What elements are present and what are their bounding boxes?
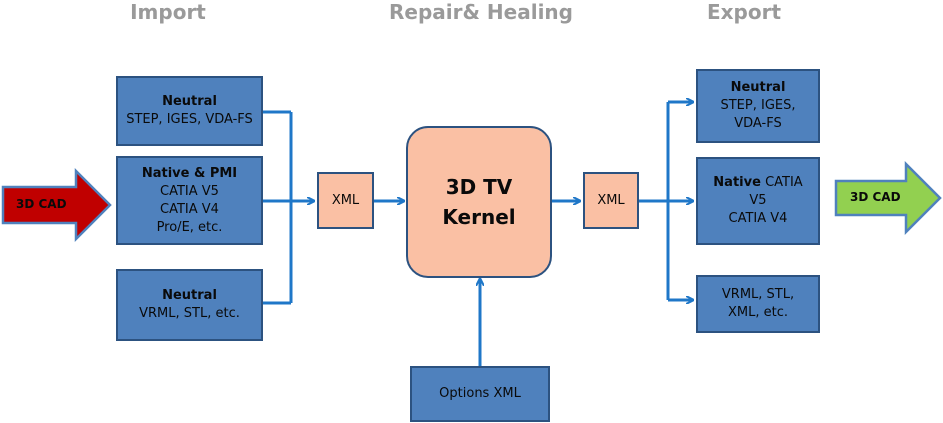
export-native-title: Native <box>713 175 761 190</box>
export-neutral-title: Neutral <box>730 80 786 95</box>
export-bus <box>638 102 693 300</box>
import-neutral-box: Neutral STEP, IGES, VDA-FS <box>116 76 263 146</box>
export-native-box: Native CATIA V5 CATIA V4 <box>696 157 820 245</box>
kernel-box: 3D TV Kernel <box>406 126 552 278</box>
export-other-box: VRML, STL, XML, etc. <box>696 275 820 333</box>
import-neutral2-title: Neutral <box>162 288 217 303</box>
import-native-line-2: CATIA V4 <box>160 201 219 217</box>
repair-header: Repair& Healing <box>389 0 573 24</box>
export-neutral-formats: STEP, IGES, VDA-FS <box>720 98 796 131</box>
import-native-line-3: Pro/E, etc. <box>156 219 223 235</box>
import-header: Import <box>130 0 206 24</box>
import-native-line-1: CATIA V5 <box>160 183 219 199</box>
import-neutral-title: Neutral <box>162 94 217 109</box>
import-bus <box>262 110 580 366</box>
import-neutral2-box: Neutral VRML, STL, etc. <box>116 269 263 341</box>
input-arrow <box>1 167 112 243</box>
kernel-line-2: Kernel <box>442 205 516 229</box>
import-neutral2-formats: VRML, STL, etc. <box>139 306 240 321</box>
import-native-box: Native & PMI CATIA V5 CATIA V4 Pro/E, et… <box>116 156 263 245</box>
export-native-line-1: Native CATIA V5 <box>698 174 818 210</box>
export-other-formats: VRML, STL, XML, etc. <box>721 287 795 320</box>
options-xml-box: Options XML <box>410 366 550 422</box>
export-native-format: CATIA V5 <box>749 175 803 208</box>
xml-input-box: XML <box>317 172 374 229</box>
kernel-line-1: 3D TV <box>445 175 513 199</box>
import-native-title: Native & PMI <box>141 165 238 181</box>
export-neutral-box: Neutral STEP, IGES, VDA-FS <box>696 69 820 143</box>
output-arrow-label: 3D CAD <box>850 190 901 204</box>
input-arrow-label: 3D CAD <box>16 197 67 211</box>
xml-output-box: XML <box>583 172 639 229</box>
output-arrow <box>834 160 942 236</box>
export-header: Export <box>706 0 782 24</box>
export-native-line-2: CATIA V4 <box>728 211 788 226</box>
import-neutral-formats: STEP, IGES, VDA-FS <box>126 112 253 127</box>
